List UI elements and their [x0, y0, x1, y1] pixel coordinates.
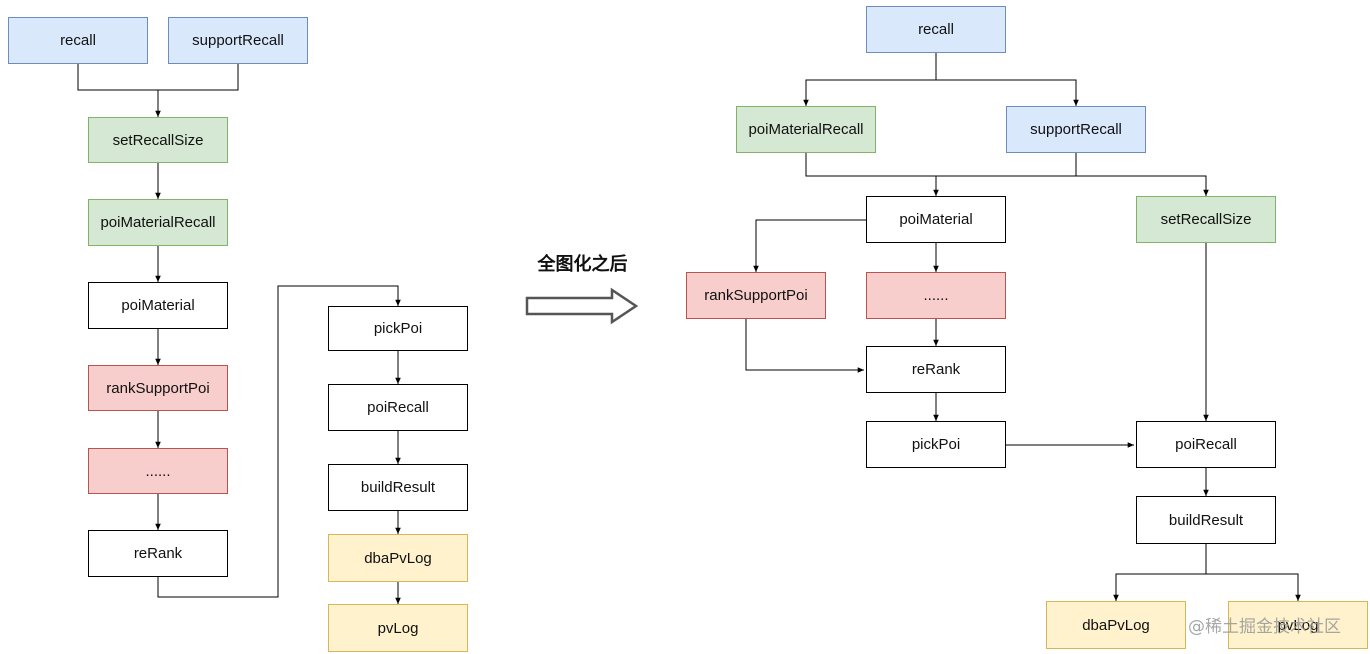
after-node-poi-recall: poiRecall — [1136, 421, 1276, 468]
edge-buildresult-pvlog — [1206, 573, 1301, 601]
before-node-recall: recall — [8, 17, 148, 64]
edge-recall-split — [803, 53, 937, 106]
edge-recall-merge — [77, 64, 158, 91]
after-node-set-recall-size: setRecallSize — [1136, 196, 1276, 243]
before-node-poi-material-recall: poiMaterialRecall — [88, 199, 228, 246]
after-node-dba-pv-log: dbaPvLog — [1046, 601, 1186, 649]
after-node-poi-material: poiMaterial — [866, 196, 1006, 243]
watermark: @稀土掘金技术社区 — [1188, 617, 1341, 637]
after-node-support-recall: supportRecall — [1006, 106, 1146, 153]
after-node-build-result: buildResult — [1136, 496, 1276, 544]
edge-poimaterialrecall-merge — [805, 153, 1209, 196]
before-node-rank-support-poi: rankSupportPoi — [88, 365, 228, 411]
after-node-rerank: reRank — [866, 346, 1006, 393]
before-node-rerank: reRank — [88, 530, 228, 577]
edge-poimaterial-ranksupportpoi — [753, 219, 866, 272]
edge-recall-supportrecall — [936, 79, 1079, 106]
after-node-rank-support-poi: rankSupportPoi — [686, 272, 826, 319]
transform-arrow — [525, 287, 639, 325]
after-node-ellipsis: ...... — [866, 272, 1006, 319]
before-node-dba-pv-log: dbaPvLog — [328, 534, 468, 582]
before-node-set-recall-size: setRecallSize — [88, 117, 228, 163]
transform-caption: 全图化之后 — [537, 254, 628, 275]
before-node-build-result: buildResult — [328, 464, 468, 511]
after-node-pick-poi: pickPoi — [866, 421, 1006, 468]
edge-buildresult-dbapvlog — [1113, 544, 1207, 601]
before-node-pv-log: pvLog — [328, 604, 468, 652]
before-node-poi-material: poiMaterial — [88, 282, 228, 329]
edge-supportrecall-merge — [158, 64, 239, 91]
before-node-ellipsis: ...... — [88, 448, 228, 494]
edge-ranksupportpoi-rerank — [745, 319, 864, 373]
after-node-poi-material-recall: poiMaterialRecall — [736, 106, 876, 153]
before-node-pick-poi: pickPoi — [328, 306, 468, 351]
before-node-support-recall: supportRecall — [168, 17, 308, 64]
edge-rerank-pickpoi — [157, 285, 401, 598]
after-node-recall: recall — [866, 6, 1006, 53]
after-node-pv-log: pvLog — [1228, 601, 1368, 649]
before-node-poi-recall: poiRecall — [328, 384, 468, 431]
